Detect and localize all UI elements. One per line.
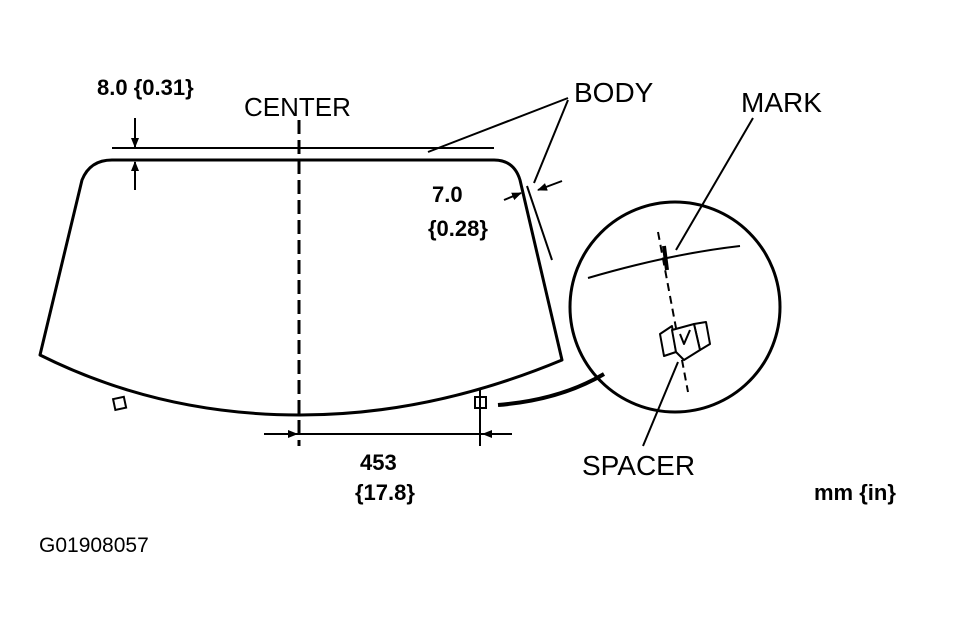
figure-id: G01908057 (39, 534, 149, 557)
side-gap-arrow-right (537, 180, 563, 191)
top-gap-label: 8.0 {0.31} (97, 75, 194, 100)
spacer-left (111, 395, 128, 412)
body-edge-side (526, 185, 553, 261)
windshield-outline (38, 158, 564, 417)
mark-label: MARK (741, 87, 822, 118)
units-label: mm {in} (814, 480, 896, 505)
center-label: CENTER (244, 92, 351, 122)
spacer-label: SPACER (582, 450, 695, 481)
spacer-distance-inch: {17.8} (355, 480, 415, 505)
spacer-distance-value: 453 (360, 450, 397, 475)
detail-spacer-clip (659, 321, 711, 361)
side-gap-arrow-left (503, 192, 522, 201)
body-label: BODY (574, 77, 654, 108)
body-leader-side (533, 99, 569, 184)
body-leader-top (427, 97, 569, 153)
detail-circle (568, 200, 782, 414)
mark-leader (675, 117, 754, 251)
side-gap-value: 7.0 (432, 182, 463, 207)
spacer-leader (642, 361, 679, 447)
detail-mark-tick (662, 245, 669, 271)
detail-callout-line (497, 372, 606, 407)
detail-center-line (657, 231, 689, 393)
side-gap-inch: {0.28} (428, 216, 488, 241)
